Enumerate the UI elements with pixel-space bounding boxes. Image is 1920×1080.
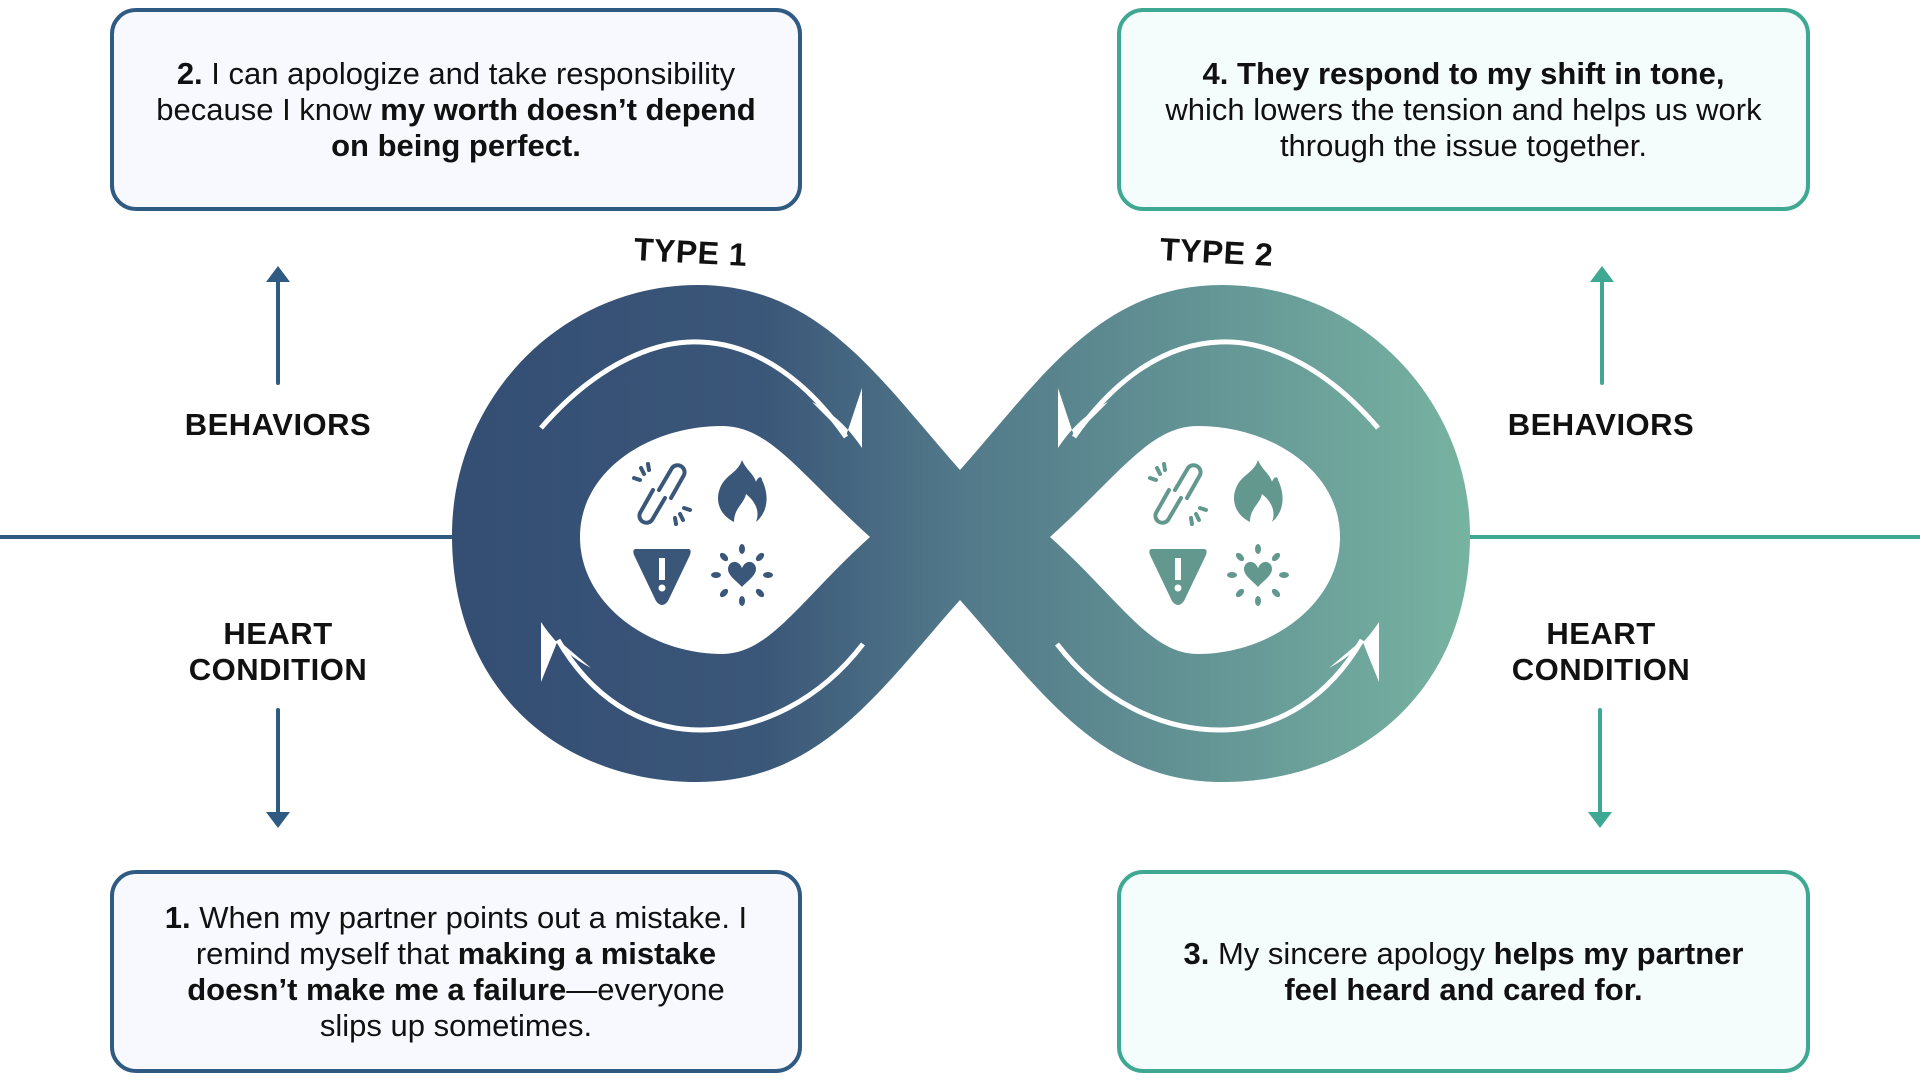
bold-text-segment: 1. — [164, 899, 191, 935]
type2-bottom-arrow — [1055, 638, 1365, 733]
heart-burst-icon — [1227, 544, 1289, 606]
right-heart-condition-label: HEART CONDITION — [1471, 616, 1731, 688]
up-arrowhead-icon — [1590, 266, 1614, 282]
warning-icon — [1149, 549, 1207, 605]
type-1-label: TYPE 1 — [633, 231, 749, 273]
type2-top-arrowhead — [1058, 388, 1108, 448]
type1-bottom-arrow — [555, 638, 865, 733]
bold-text-segment: making a mistake doesn’t make me a failu… — [187, 935, 717, 1007]
text-segment: When my partner points out a mistake. I … — [190, 899, 748, 971]
text-segment: My sincere apology — [1209, 935, 1494, 971]
broken-link-icon — [1148, 462, 1208, 526]
left-behaviors-label: BEHAVIORS — [184, 407, 372, 442]
type1-top-arrowhead — [812, 388, 862, 448]
text-segment: I can apologize and take responsibility … — [156, 55, 736, 127]
condition-label-line: CONDITION — [1511, 652, 1691, 687]
condition-label-line: CONDITION — [188, 652, 368, 687]
type2-bottom-arrowhead — [1329, 622, 1379, 682]
heart-burst-icon — [711, 544, 773, 606]
step-3-box: 3. My sincere apology helps my partner f… — [1117, 870, 1810, 1073]
step-1-text: 1. When my partner points out a mistake.… — [154, 900, 758, 1044]
infinity-band — [452, 285, 1470, 782]
text-segment: which lowers the tension and helps us wo… — [1165, 91, 1762, 163]
step-2-text: 2. I can apologize and take responsibili… — [154, 56, 758, 164]
text-segment: —everyone slips up sometimes. — [319, 971, 725, 1043]
up-arrowhead-icon — [266, 266, 290, 282]
bold-text-segment: 3. — [1183, 935, 1210, 971]
type-2-label: TYPE 2 — [1159, 231, 1275, 273]
heart-label-line: HEART — [223, 616, 333, 651]
bold-text-segment: 4. They respond to my shift in tone, — [1202, 55, 1725, 91]
step-1-box: 1. When my partner points out a mistake.… — [110, 870, 802, 1073]
type1-bottom-arrowhead — [541, 622, 591, 682]
step-2-box: 2. I can apologize and take responsibili… — [110, 8, 802, 211]
flame-icon — [1234, 460, 1283, 522]
flame-icon — [718, 460, 767, 522]
bold-text-segment: my worth doesn’t depend on being perfect… — [331, 91, 756, 163]
right-behaviors-label: BEHAVIORS — [1507, 407, 1695, 442]
left-heart-condition-label: HEART CONDITION — [148, 616, 408, 688]
bold-text-segment: helps my partner feel heard and cared fo… — [1284, 935, 1744, 1007]
heart-label-line: HEART — [1546, 616, 1656, 651]
warning-icon — [633, 549, 691, 605]
type2-top-arrow — [1071, 339, 1380, 439]
step-4-box: 4. They respond to my shift in tone, whi… — [1117, 8, 1810, 211]
broken-link-icon — [632, 462, 692, 526]
down-arrowhead-icon — [266, 812, 290, 828]
step-3-text: 3. My sincere apology helps my partner f… — [1161, 936, 1766, 1008]
step-4-text: 4. They respond to my shift in tone, whi… — [1161, 56, 1766, 164]
bold-text-segment: 2. — [176, 55, 203, 91]
type1-top-arrow — [539, 339, 849, 439]
down-arrowhead-icon — [1588, 812, 1612, 828]
